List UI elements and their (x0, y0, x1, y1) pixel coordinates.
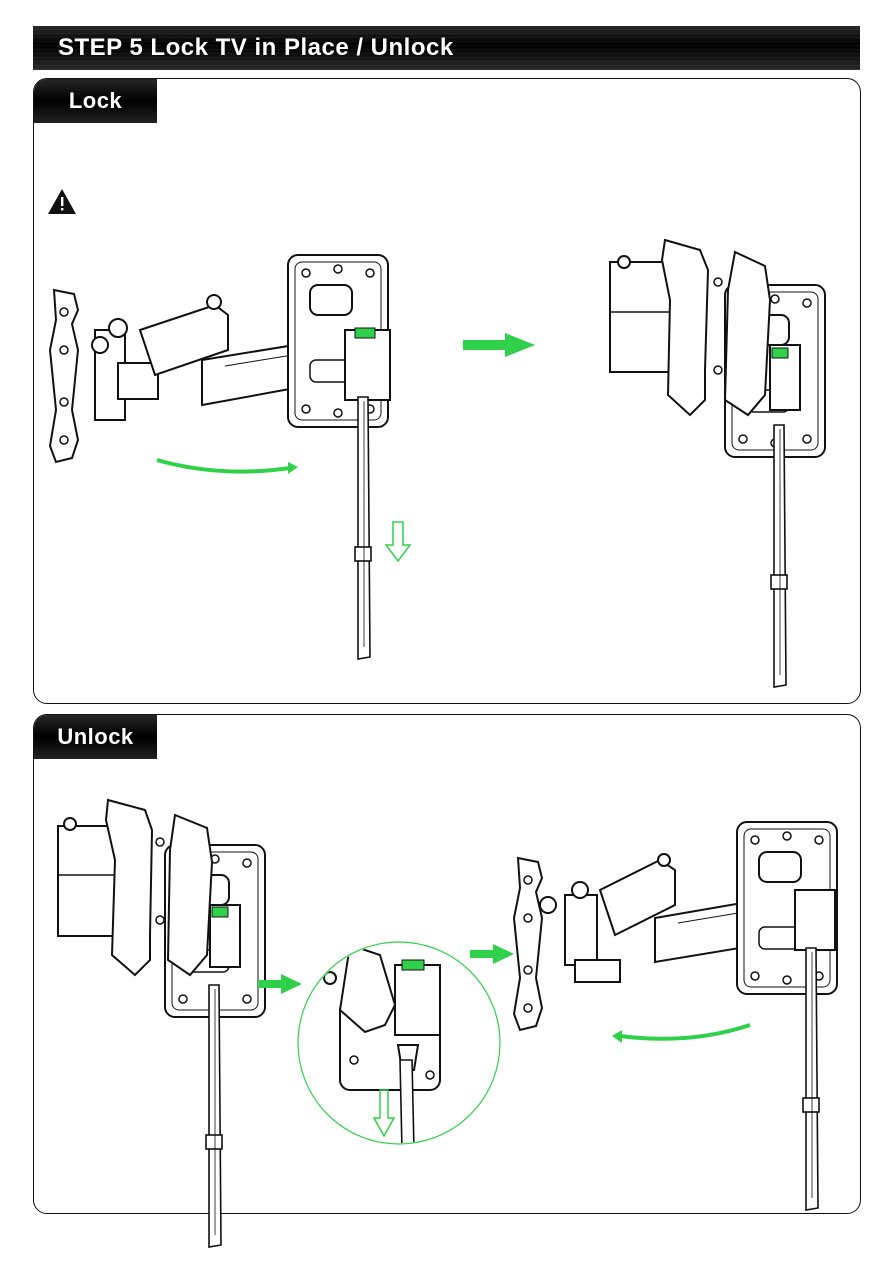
lock-figure-extended (50, 255, 390, 659)
detail-zoom-circle (298, 942, 500, 1150)
rotate-arrow-unlock (620, 1025, 750, 1039)
next-arrow-lock (463, 333, 535, 357)
warning-icon (48, 189, 76, 214)
pull-down-arrow (386, 522, 410, 561)
unlock-figure-folded (58, 800, 265, 1247)
unlock-figure-extended (514, 822, 837, 1210)
rotate-arrow-lock (157, 460, 290, 472)
lock-figure-folded (610, 240, 825, 687)
next-arrow-unlock-2 (470, 944, 514, 964)
